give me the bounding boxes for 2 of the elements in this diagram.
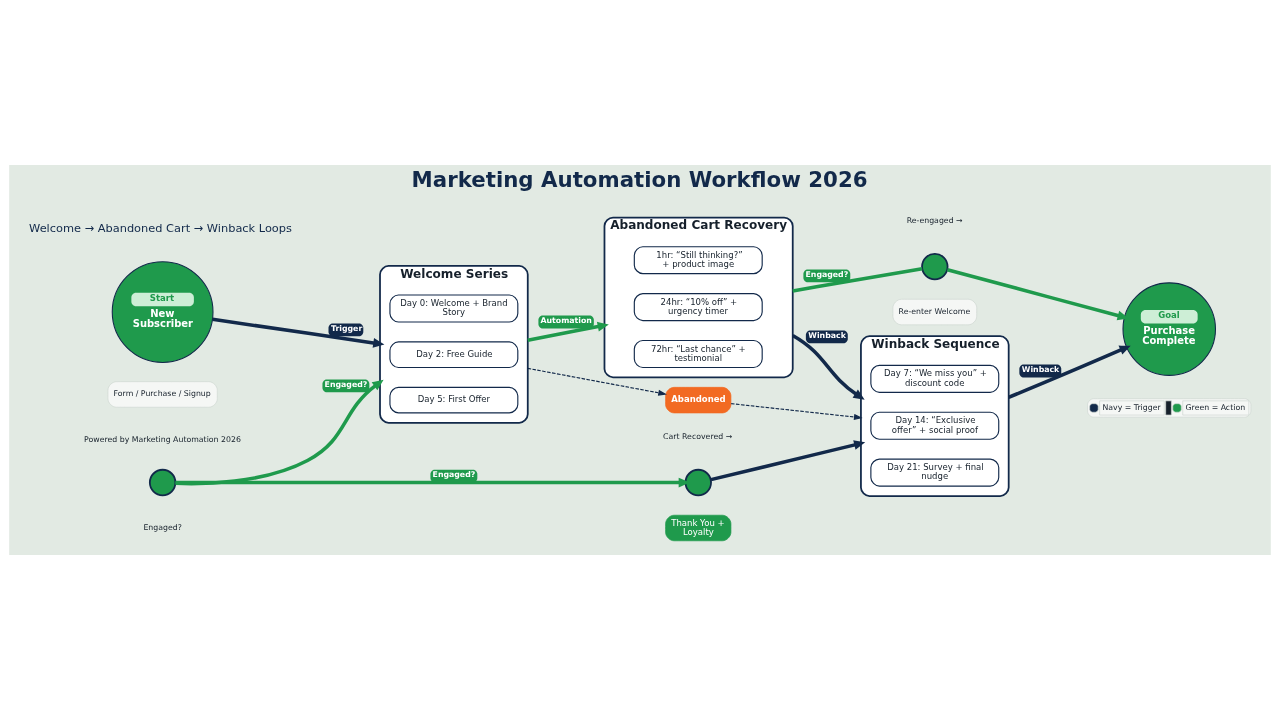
- label: Welcome → Abandoned Cart → Winback Loops: [29, 221, 292, 236]
- diagram-title: Marketing Automation Workflow 2026: [411, 167, 868, 193]
